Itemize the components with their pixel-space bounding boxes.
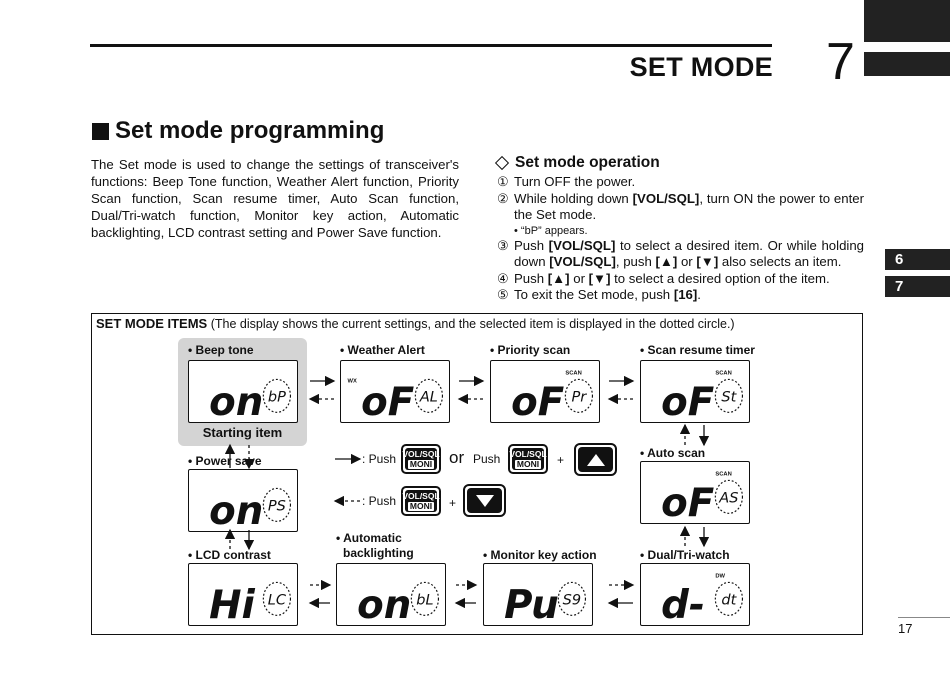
intro-paragraph: The Set mode is used to change the setti… [91,157,459,240]
lcd-main-value: Pu [504,583,559,625]
label-monitor-key-action: • Monitor key action [483,548,597,562]
legend-plus: + [557,453,565,467]
selection-circle [557,581,587,616]
operation-title: Set mode operation [494,154,660,172]
legend-push-label: : Push [362,452,397,466]
lcd-item-code: St [721,390,737,406]
step-2-note: • “bP” appears. [514,224,588,237]
label-scan-resume-timer: • Scan resume timer [640,343,755,357]
page-number-rule [898,617,950,618]
lcd-display-dual: d-dt DW [640,563,750,626]
chapter-number: 7 [826,33,855,91]
lcd-main-value: on [357,583,411,625]
label-dual-tri-watch: • Dual/Tri-watch [640,548,730,562]
label-lcd-contrast: • LCD contrast [188,548,271,562]
label-auto-scan: • Auto scan [640,446,706,460]
lcd-main-value: oF [661,380,714,422]
triangle-up-icon [586,453,605,466]
side-tab-7[interactable]: 7 [885,276,950,297]
selection-circle [714,378,744,413]
section-title: Set mode programming [92,117,384,145]
selection-circle [714,581,744,616]
square-bullet-icon [92,122,109,140]
lcd-display-weather: oF AL WX [340,360,450,423]
set-mode-items-box [91,313,863,635]
chapter-title: SET MODE [629,52,773,82]
lcd-item-code: AS [718,491,738,507]
legend-or: or [449,448,465,467]
starting-item-label: Starting item [202,425,283,440]
step-5: ⑤ To exit the Set mode, push [16]. [497,287,701,302]
up-key-button [574,443,617,476]
lcd-indicator-tag: SCAN [715,371,731,377]
lcd-main-value: Hi [209,583,255,625]
lcd-display-scan-resume: oF St SCAN [640,360,750,423]
lcd-indicator-tag: WX [348,378,357,384]
lcd-indicator-tag: SCAN [565,371,581,377]
side-tab-6[interactable]: 6 [885,249,950,270]
label-weather-alert: • Weather Alert [340,343,425,357]
lcd-display-priority: oF Pr SCAN [490,360,600,423]
selection-circle [262,487,292,522]
selection-circle [564,378,594,413]
lcd-item-code: dt [721,593,737,609]
step-3: ③ Push [VOL/SQL] to select a desired ite… [497,237,864,270]
lcd-main-value: on [209,380,263,422]
label-beep-tone: • Beep tone [188,343,254,357]
legend-push-label-3: : Push [362,494,397,508]
selection-circle [714,479,744,514]
lcd-item-code: bL [416,593,433,609]
label-power-save: • Power save [188,454,262,468]
lcd-item-code: Pr [572,390,588,406]
lcd-item-code: bP [268,390,286,406]
lcd-item-code: S9 [563,593,581,609]
header-rule [90,44,772,47]
lcd-main-value: d- [661,583,705,625]
selection-circle [410,581,440,616]
page-number: 17 [898,621,913,636]
legend-push-label-2: Push [473,452,501,466]
step-1: ① Turn OFF the power. [497,174,636,189]
chapter-block-top [864,0,950,42]
lcd-indicator-tag: SCAN [715,472,731,478]
selection-circle [262,581,292,616]
lcd-item-code: PS [268,499,286,515]
lcd-display-power-save: on PS [188,469,298,532]
lcd-item-code: LC [268,593,287,609]
label-priority-scan: • Priority scan [490,343,571,357]
lcd-main-value: oF [511,380,564,422]
lcd-item-code: AL [419,390,438,406]
lcd-main-value: on [209,489,263,531]
legend-plus-2: + [449,496,457,510]
step-4: ④ Push [▲] or [▼] to select a desired op… [497,270,830,286]
label-backlighting: backlighting [343,546,414,560]
selection-circle [262,378,292,413]
lcd-display-lcd-contrast: Hi LC [188,563,298,626]
down-key-button [463,484,506,517]
chapter-block-bottom [864,52,950,76]
lcd-main-value: oF [361,380,414,422]
items-heading: SET MODE ITEMS (The display shows the cu… [96,316,735,331]
selection-circle [414,378,444,413]
triangle-down-icon [475,494,494,507]
lcd-indicator-tag: DW [715,574,725,580]
label-automatic: • Automatic [336,531,402,545]
step-2: ② While holding down [VOL/SQL], turn ON … [497,190,864,223]
lcd-main-value: oF [661,481,714,523]
operation-steps: ① Turn OFF the power. ② While holding do… [497,174,864,304]
